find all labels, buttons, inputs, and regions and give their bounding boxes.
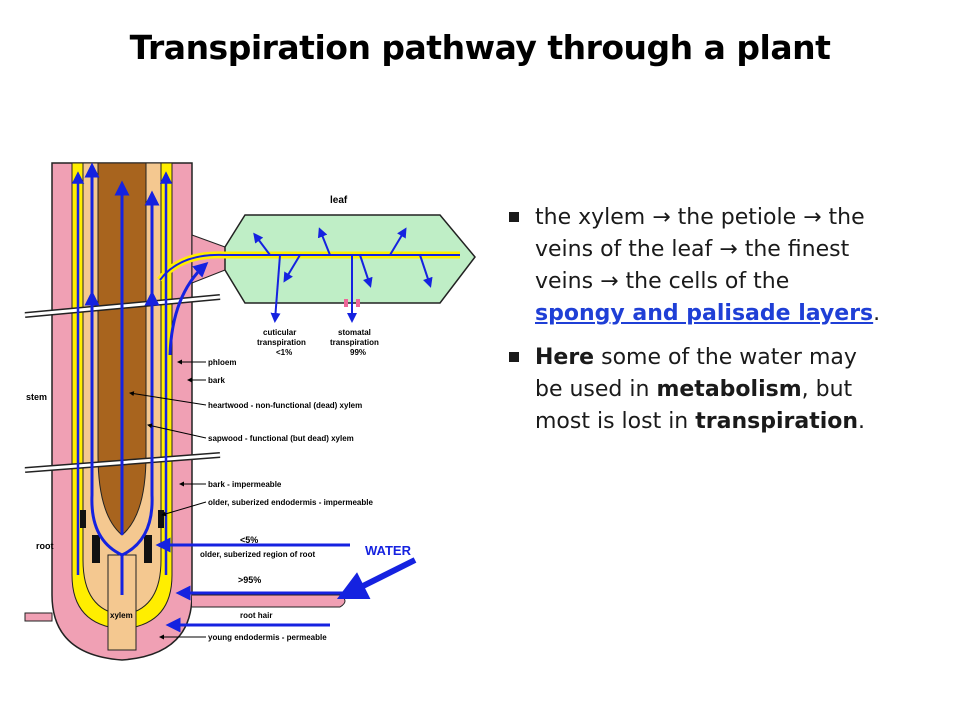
pathway-xylem: the xylem: [535, 205, 646, 230]
label-cuticular-1: cuticular: [263, 328, 296, 337]
arrow-right-icon: →: [600, 269, 619, 294]
water-arrow-big: [336, 557, 417, 600]
label-leaf: leaf: [330, 195, 348, 206]
bullet-item-pathway: the xylem → the petiole → the veins of t…: [505, 202, 885, 330]
pathway-veins: the veins of the leaf: [535, 205, 865, 262]
label-xylem: xylem: [110, 611, 133, 620]
label-root-hair: root hair: [240, 611, 272, 620]
endodermis-marks: [80, 510, 164, 563]
spongy-palisade-link[interactable]: spongy and palisade layers: [535, 301, 874, 326]
square-bullet-icon: [509, 352, 519, 362]
arrow-right-icon: →: [803, 205, 822, 230]
root-hair-left: [24, 612, 53, 622]
root-hair: [192, 594, 346, 608]
bullet-list: the xylem → the petiole → the veins of t…: [505, 202, 885, 450]
label-older-root: older, suberized region of root: [200, 550, 315, 559]
label-older-endodermis: older, suberized endodermis - impermeabl…: [208, 498, 373, 507]
label-heartwood: heartwood - non-functional (dead) xylem: [208, 401, 362, 410]
period: .: [873, 301, 881, 326]
label-sapwood: sapwood - functional (but dead) xylem: [208, 434, 354, 443]
arrow-right-icon: →: [719, 237, 738, 262]
diagram-svg: leaf cuticular transpiration <1% stomata…: [24, 162, 476, 661]
pathway-petiole: the petiole: [677, 205, 797, 230]
leaf-transpiration-arrows: [253, 227, 433, 323]
water-entry-arrows: [155, 537, 350, 633]
label-cuticular-2: transpiration: [257, 338, 306, 347]
metabolism-bold: metabolism: [656, 377, 802, 402]
label-bark: bark: [208, 376, 225, 385]
label-stomatal-2: transpiration: [330, 338, 379, 347]
stomata: [344, 299, 348, 307]
label-stomatal-1: stomatal: [338, 328, 371, 337]
period: .: [858, 409, 866, 434]
transpiration-bold: transpiration: [695, 409, 859, 434]
label-root: root: [36, 541, 54, 551]
label-cuticular-3: <1%: [276, 348, 292, 357]
most-lost-text: , but most is lost in: [535, 377, 853, 434]
slide-title: Transpiration pathway through a plant: [129, 28, 831, 67]
transpiration-diagram: leaf cuticular transpiration <1% stomata…: [20, 155, 480, 675]
xylem-flow-arrows: [84, 162, 209, 595]
leader-lines: [129, 359, 207, 640]
label-stomatal-3: 99%: [350, 348, 366, 357]
label-phloem: phloem: [208, 358, 236, 367]
outer-flow-arrows: [71, 171, 173, 575]
label-more-95: >95%: [238, 575, 261, 585]
leaf-blade: [224, 214, 476, 304]
square-bullet-icon: [509, 212, 519, 222]
label-stem: stem: [26, 392, 47, 402]
water-used-text: some of the water may be used in: [535, 345, 857, 402]
here-bold: Here: [535, 345, 595, 370]
label-young-endodermis: young endodermis - permeable: [208, 633, 327, 642]
label-water: WATER: [365, 543, 412, 558]
bullet-item-metabolism: Here some of the water may be used in me…: [505, 342, 885, 438]
pathway-finest-veins: the finest veins: [535, 237, 850, 294]
pathway-cells: the cells of the: [625, 269, 790, 294]
stomata: [356, 299, 360, 307]
label-bark-impermeable: bark - impermeable: [208, 480, 282, 489]
label-less-5: <5%: [240, 535, 258, 545]
arrow-right-icon: →: [652, 205, 671, 230]
